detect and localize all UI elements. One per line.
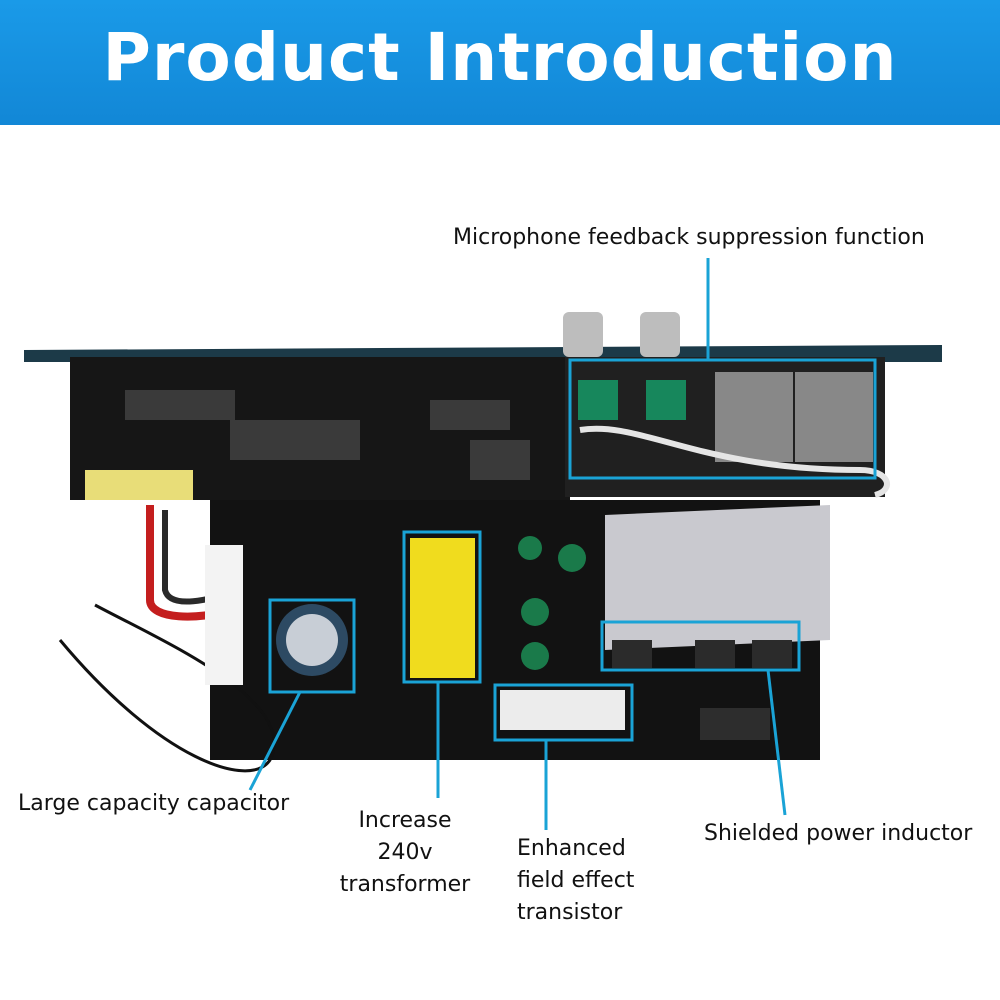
white-terminal [205,545,243,685]
callout-transformer-line1: Increase [358,808,452,833]
leader-capacitor [248,691,302,791]
small-capacitor [558,544,586,572]
small-capacitor [521,598,549,626]
highlight-transistor [493,683,634,742]
knob-housing [715,372,793,462]
callout-transistor-line2: field effect [517,868,635,893]
callout-transformer-line2: 240v [377,840,433,865]
callout-transistor-line1: Enhanced [517,836,626,861]
loose-cable [58,603,276,773]
highlight-inductor [600,620,801,672]
green-connector [578,380,618,420]
callout-transistor-line3: transistor [517,900,623,925]
callout-microphone: Microphone feedback suppression function [453,225,925,250]
banner-title: Product Introduction [102,19,898,96]
transistor-clip [500,690,625,730]
callout-inductor: Shielded power inductor [704,821,973,846]
callout-capacitor: Large capacity capacitor [18,791,290,816]
heatsink [605,505,830,650]
inductor [752,640,792,668]
header-banner: Product Introduction [0,0,1000,125]
green-connector-2 [646,380,686,420]
wire-harness [579,425,890,498]
yellow-label [85,470,193,500]
inductor [695,640,735,668]
rca-jack-left [563,312,603,357]
highlight-transformer [402,530,482,684]
transformer [410,538,475,678]
speaker-terminal [700,708,770,740]
small-capacitor [518,536,542,560]
knob-housing-2 [795,372,873,462]
highlight-capacitor [268,598,356,694]
leader-inductor [766,669,787,816]
callout-transistor: Enhanced field effect transistor [517,833,634,929]
rca-jack-right [640,312,680,357]
callout-transformer-line3: transformer [339,872,471,897]
highlight-microphone [568,358,877,480]
callout-transformer: Increase 240v transformer [330,805,480,901]
inductor [612,640,652,668]
small-capacitor [521,642,549,670]
